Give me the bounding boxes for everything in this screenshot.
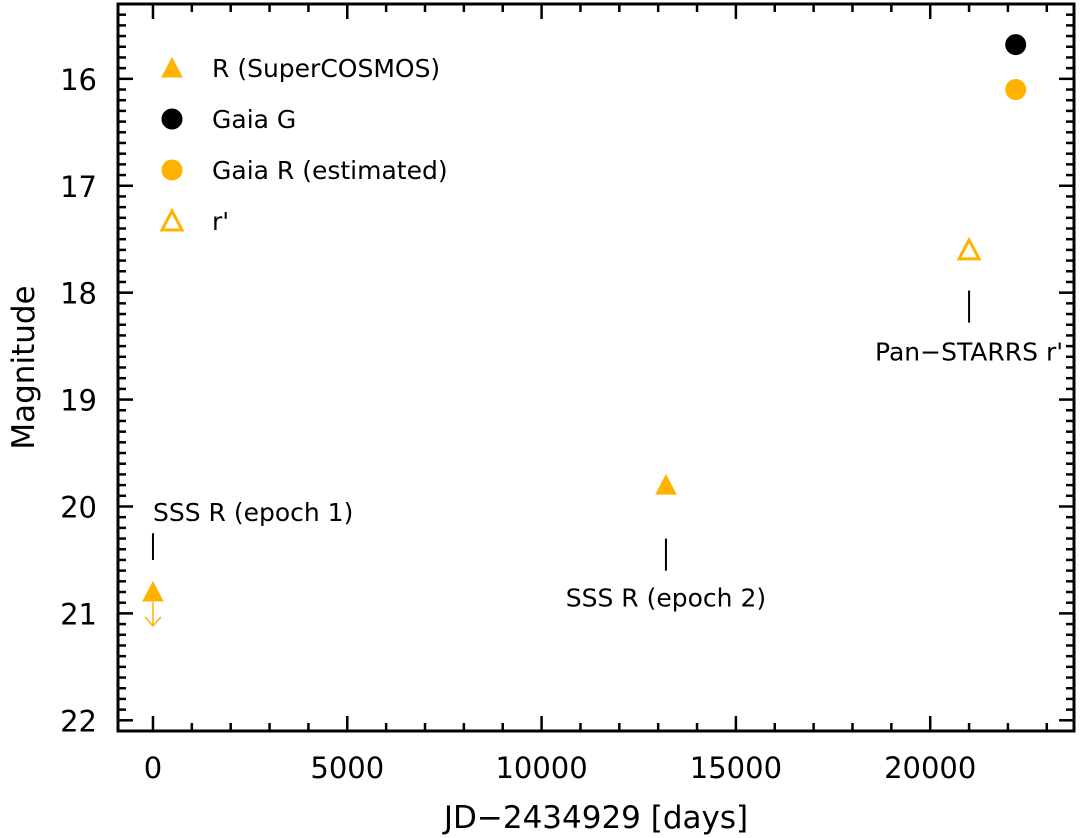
y-tick-label: 19 (60, 384, 97, 418)
legend-marker (161, 108, 183, 130)
upper-limit-arrow-head (144, 616, 162, 628)
x-tick-label: 15000 (690, 751, 782, 785)
y-tick-label: 17 (60, 170, 97, 204)
legend-marker (159, 207, 185, 232)
y-tick-label: 16 (60, 63, 97, 97)
y-tick-label: 20 (60, 490, 97, 524)
data-point-r-supercosmos (655, 474, 677, 495)
legend-label: R (SuperCOSMOS) (212, 54, 440, 83)
y-tick-label: 18 (60, 277, 97, 311)
data-point-gaia-r-estimated (1005, 79, 1027, 101)
annotation-label: SSS R (epoch 2) (566, 583, 766, 612)
x-tick-label: 0 (144, 751, 162, 785)
data-point-r (956, 236, 982, 261)
legend-marker (161, 159, 183, 181)
annotation-layer: SSS R (epoch 1) SSS R (epoch 2) Pan−STARRS… (151, 290, 1063, 612)
x-tick-label: 10000 (495, 751, 587, 785)
legend-label: Gaia R (estimated) (212, 156, 448, 185)
legend-marker (161, 56, 183, 78)
legend-label: Gaia G (212, 105, 296, 134)
legend-label: r' (212, 207, 229, 236)
data-point-gaia-g (1005, 34, 1027, 56)
x-tick-label: 20000 (884, 751, 976, 785)
data-layer (142, 34, 1027, 628)
annotation-label: Pan−STARRS r' (875, 337, 1063, 366)
y-tick-label: 21 (60, 597, 97, 631)
data-point-r-supercosmos (142, 580, 164, 602)
legend: R (SuperCOSMOS) Gaia G Gaia R (estimated) r… (159, 54, 448, 236)
annotation-label: SSS R (epoch 1) (153, 498, 353, 527)
plot-frame (116, 2, 1076, 733)
y-tick-label: 22 (60, 704, 97, 738)
x-tick-label: 5000 (310, 751, 384, 785)
x-axis-title: JD−2434929 [days] (442, 800, 748, 836)
y-axis-title: Magnitude (6, 285, 42, 449)
